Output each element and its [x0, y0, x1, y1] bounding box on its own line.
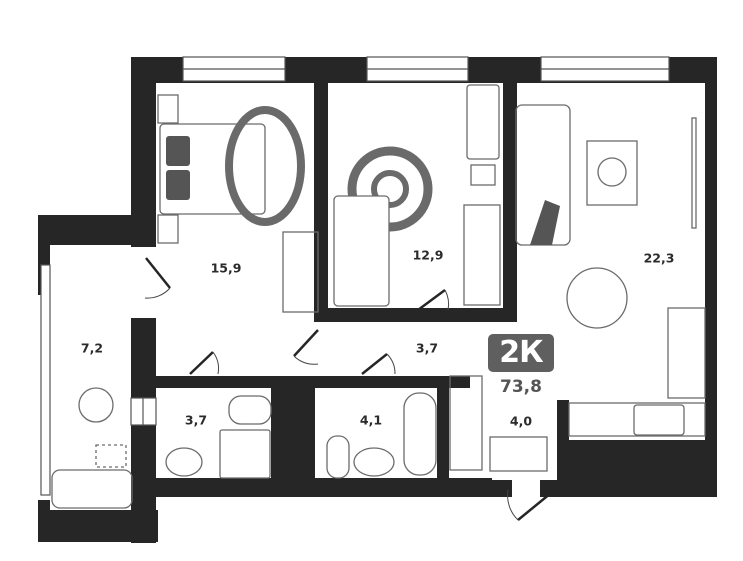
room-area-entrance-hall: 4,0	[509, 413, 533, 429]
kitchen-counter-bottom	[568, 402, 706, 437]
windows	[40, 56, 670, 496]
sink-2	[353, 447, 395, 477]
balcony-sofa	[51, 469, 133, 509]
room-area-balcony: 7,2	[80, 340, 104, 356]
doors	[145, 257, 552, 521]
balcony-table	[78, 387, 114, 423]
pillows	[166, 136, 190, 200]
room-area-bathroom-2: 4,1	[359, 412, 383, 428]
bedroom-rug	[225, 106, 305, 226]
shower	[219, 429, 271, 479]
bathtub	[403, 392, 437, 476]
desk	[466, 84, 500, 160]
room-area-bathroom-1: 3,7	[184, 412, 208, 428]
kids-wardrobe	[463, 204, 501, 306]
kitchen-counter	[667, 307, 706, 399]
nightstand	[157, 214, 179, 244]
room-area-corridor: 3,7	[415, 340, 439, 356]
room-area-bedroom: 15,9	[210, 260, 242, 276]
wardrobe	[282, 231, 319, 313]
apartment-type-badge: 2К	[488, 334, 554, 372]
toilet-2	[326, 435, 350, 479]
balcony-furniture	[51, 387, 133, 509]
total-area: 73,8	[500, 377, 542, 397]
bedroom-furniture	[157, 94, 319, 313]
sink-1	[165, 447, 203, 477]
tv	[691, 117, 697, 229]
towel-rack	[449, 375, 483, 471]
dining-table	[566, 267, 628, 329]
bathroom-fixtures	[165, 375, 548, 479]
sink	[633, 404, 685, 436]
kids-room-furniture	[333, 84, 501, 307]
toilet-1	[228, 395, 272, 425]
coffee-table	[586, 140, 638, 206]
sun-rug	[347, 146, 433, 232]
nightstand-lamp	[157, 94, 179, 124]
kids-bed	[333, 195, 390, 307]
room-area-kids-room: 12,9	[412, 247, 444, 263]
washer	[470, 164, 496, 186]
door-arcs	[144, 287, 519, 521]
throw-blanket	[530, 200, 560, 245]
door-mat	[489, 436, 548, 472]
bed	[159, 123, 266, 215]
room-area-living-kitchen: 22,3	[643, 250, 675, 266]
living-furniture	[515, 104, 706, 437]
